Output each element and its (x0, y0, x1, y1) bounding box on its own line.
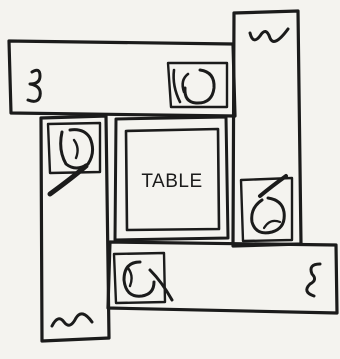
person-head (252, 198, 285, 233)
person-arm (50, 166, 86, 194)
person-back (174, 70, 180, 102)
person-seated-icon (241, 176, 292, 241)
squiggle-mark-icon (250, 29, 288, 41)
person-ear (74, 140, 78, 158)
person-ear (128, 268, 132, 286)
person-seated-icon (48, 123, 100, 173)
bench-left (41, 116, 109, 341)
seat-cushion (168, 63, 227, 107)
squiggle-mark-icon (52, 314, 92, 326)
table-label: TABLE (141, 171, 202, 192)
bench-bottom (108, 242, 337, 313)
bench-right (233, 11, 301, 246)
bench-top-outline (9, 41, 235, 116)
person-head (185, 70, 214, 103)
squiggle-mark-icon (307, 264, 320, 296)
person-ear (264, 221, 280, 228)
person-seated-icon (168, 63, 227, 107)
bench-top (9, 41, 235, 116)
squiggle-mark-icon (28, 70, 40, 101)
person-seated-icon (114, 253, 172, 303)
